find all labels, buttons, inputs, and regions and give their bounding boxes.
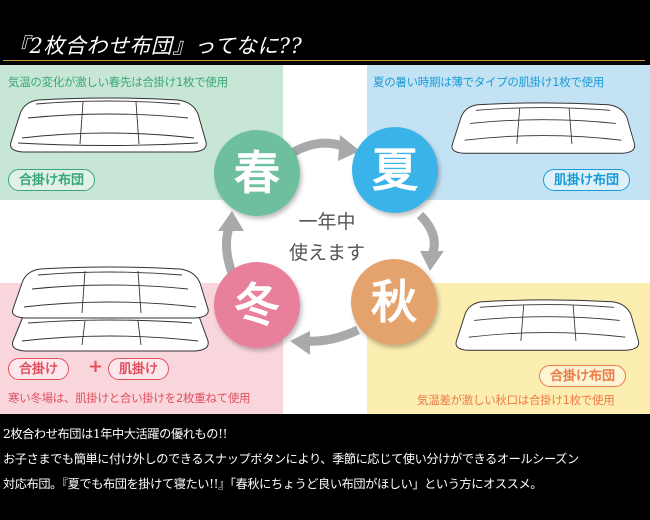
- futon-illustration: [455, 299, 640, 351]
- season-diagram: 気温の変化が激しい春先は合掛け1枚で使用 合掛け布団 夏の暑い時期は薄でタイプの…: [0, 65, 650, 414]
- arrow-winter-to-spring: [222, 223, 237, 275]
- summer-caption: 夏の暑い時期は薄でタイプの肌掛け1枚で使用: [373, 75, 605, 89]
- arrow-spring-to-summer: [289, 138, 347, 157]
- futon-illustration: [451, 102, 636, 154]
- page-title: 『2枚合わせ布団』ってなに??: [8, 34, 303, 58]
- autumn-caption: 気温差が激しい秋口は合掛け1枚で使用: [417, 393, 615, 407]
- spring-panel: 気温の変化が激しい春先は合掛け1枚で使用 合掛け布団: [0, 65, 283, 200]
- title-underline: [3, 60, 645, 61]
- season-circle-autumn: 秋: [351, 259, 437, 345]
- footer-line-2: お子さまでも簡単に付け外しのできるスナップボタンにより、季節に応じて使い分けがで…: [3, 452, 579, 466]
- futon-stack-illustration: [12, 266, 209, 352]
- season-circle-winter: 冬: [214, 262, 300, 348]
- winter-badge-aikake: 合掛け: [8, 358, 70, 380]
- season-circle-spring: 春: [214, 130, 300, 216]
- winter-caption: 寒い冬場は、肌掛けと合い掛けを2枚重ねて使用: [8, 391, 251, 405]
- spring-badge: 合掛け布団: [8, 169, 96, 191]
- autumn-badge: 合掛け布団: [539, 365, 627, 387]
- center-line-1: 一年中: [298, 211, 356, 233]
- center-label: 一年中 使えます: [272, 207, 382, 269]
- arrowhead-icon: [290, 331, 310, 355]
- futon-illustration: [10, 97, 207, 153]
- season-circle-summer: 夏: [352, 127, 438, 213]
- arrowhead-icon: [420, 251, 444, 271]
- summer-badge: 肌掛け布団: [543, 169, 631, 191]
- arrow-autumn-to-winter: [304, 325, 360, 346]
- plus-sign: +: [88, 356, 104, 377]
- arrowhead-icon: [218, 211, 244, 231]
- footer-line-3: 対応布団。『夏でも布団を掛けて寝たい!!』「春秋にちょうど良い布団がほしい」とい…: [3, 477, 543, 491]
- arrowhead-icon: [338, 135, 360, 161]
- center-line-2: 使えます: [288, 242, 365, 264]
- winter-badge-hadakake: 肌掛け: [108, 358, 170, 380]
- cycle-arrows: [218, 135, 444, 355]
- spring-caption: 気温の変化が激しい春先は合掛け1枚で使用: [8, 75, 228, 89]
- footer-line-1: 2枚合わせ布団は1年中大活躍の優れもの!!: [3, 427, 228, 441]
- arrow-summer-to-autumn: [416, 211, 439, 257]
